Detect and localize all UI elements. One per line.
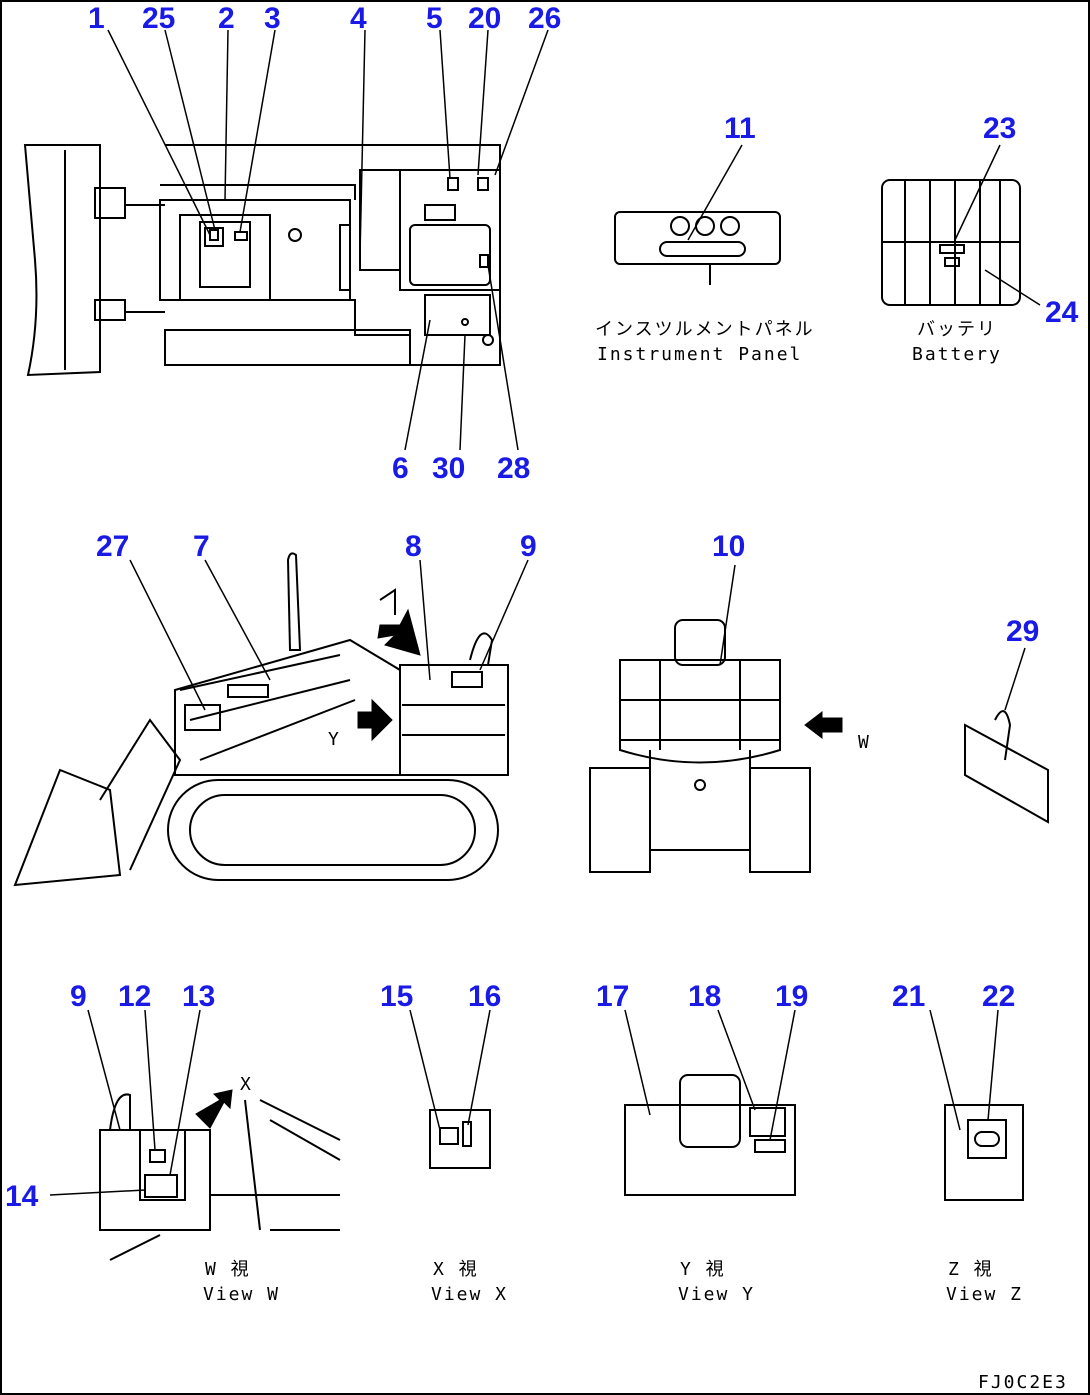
callout-20: 20 xyxy=(468,2,501,35)
top-view-machine xyxy=(23,144,501,377)
callout-18: 18 xyxy=(688,980,721,1013)
callout-8: 8 xyxy=(405,530,422,563)
caption-battery-jp: バッテリ xyxy=(917,319,997,340)
callout-15: 15 xyxy=(380,980,413,1013)
callout-4: 4 xyxy=(350,2,367,35)
instrument-panel-drawing xyxy=(614,144,781,285)
caption-view-x-en: View X xyxy=(431,1284,508,1305)
part-29-drawing xyxy=(964,647,1049,824)
view-letter-w: W xyxy=(858,732,871,753)
caption-view-y-en: View Y xyxy=(678,1284,755,1305)
callout-2: 2 xyxy=(218,2,235,35)
caption-view-y-jp: Y 視 xyxy=(680,1259,726,1280)
callout-3: 3 xyxy=(264,2,281,35)
callout-12: 12 xyxy=(118,980,151,1013)
callout-29: 29 xyxy=(1006,615,1039,648)
callout-13: 13 xyxy=(182,980,215,1013)
caption-view-w-en: View W xyxy=(203,1284,280,1305)
view-z-drawing xyxy=(929,1009,1024,1201)
callout-30: 30 xyxy=(432,452,465,485)
callout-16: 16 xyxy=(468,980,501,1013)
callout-11: 11 xyxy=(724,112,756,145)
callout-23: 23 xyxy=(983,112,1016,145)
callout-6: 6 xyxy=(392,452,409,485)
callout-14: 14 xyxy=(5,1180,39,1213)
callout-1: 1 xyxy=(88,2,105,35)
caption-instrument-jp: インスツルメントパネル xyxy=(595,319,815,340)
caption-battery-en: Battery xyxy=(912,344,1002,365)
view-w-drawing: X xyxy=(49,1009,341,1261)
rear-view-machine: W xyxy=(589,564,871,873)
caption-view-w-jp: W 視 xyxy=(205,1259,251,1280)
callout-7: 7 xyxy=(193,530,210,563)
view-letter-x: X xyxy=(240,1074,253,1095)
callout-22: 22 xyxy=(982,980,1015,1013)
callout-10: 10 xyxy=(712,530,745,563)
callout-27: 27 xyxy=(96,530,129,563)
callout-25: 25 xyxy=(142,2,175,35)
caption-view-x-jp: X 視 xyxy=(433,1259,479,1280)
view-x-drawing xyxy=(409,1009,491,1169)
battery-drawing xyxy=(881,144,1041,306)
callout-28: 28 xyxy=(497,452,530,485)
view-letter-y: Y xyxy=(328,729,341,750)
top-leaders xyxy=(107,29,549,451)
callout-24: 24 xyxy=(1045,296,1079,329)
side-view-machine: Y xyxy=(13,552,529,887)
callout-labels: 1 25 2 3 4 5 20 26 11 23 24 6 30 28 27 7… xyxy=(5,2,1079,1213)
callout-9: 9 xyxy=(520,530,537,563)
callout-9b: 9 xyxy=(70,980,87,1013)
callout-21: 21 xyxy=(892,980,925,1013)
callout-5: 5 xyxy=(426,2,443,35)
drawing-code: FJ0C2E3 xyxy=(978,1372,1068,1393)
callout-17: 17 xyxy=(596,980,629,1013)
caption-view-z-en: View Z xyxy=(946,1284,1023,1305)
captions: インスツルメントパネル Instrument Panel バッテリ Batter… xyxy=(203,319,1068,1393)
callout-26: 26 xyxy=(528,2,561,35)
caption-view-z-jp: Z 視 xyxy=(948,1259,994,1280)
callout-19: 19 xyxy=(775,980,808,1013)
caption-instrument-en: Instrument Panel xyxy=(597,344,802,365)
view-y-drawing xyxy=(624,1009,796,1196)
